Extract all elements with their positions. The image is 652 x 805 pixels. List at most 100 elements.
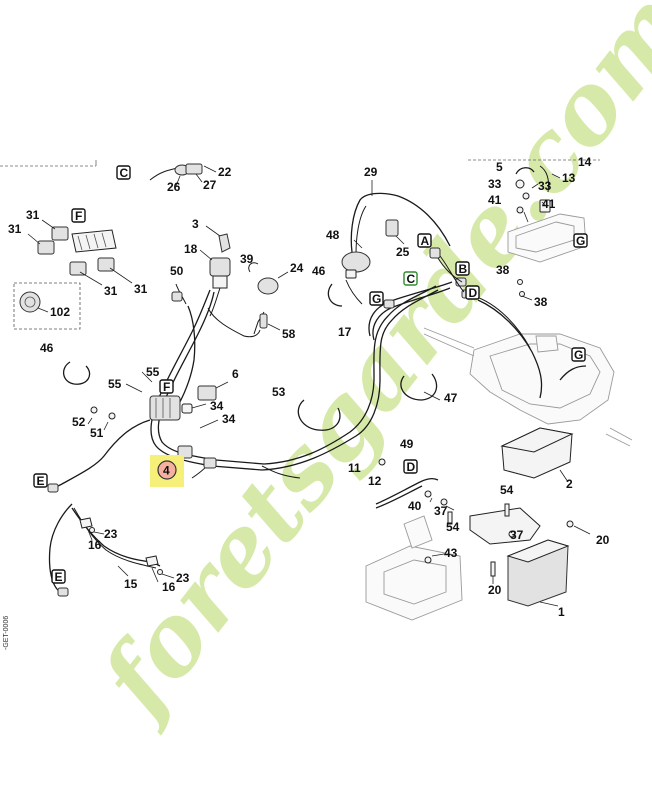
- ring-39[interactable]: [248, 262, 259, 273]
- label-34a[interactable]: 34: [210, 399, 224, 413]
- label-48[interactable]: 48: [326, 228, 340, 242]
- ignition-switch-18[interactable]: [209, 257, 231, 277]
- label-23a[interactable]: 23: [104, 527, 118, 541]
- label-49[interactable]: 49: [400, 437, 414, 451]
- label-46b[interactable]: 46: [312, 264, 326, 278]
- ref-c-mid[interactable]: C: [407, 272, 416, 286]
- label-17[interactable]: 17: [338, 325, 352, 339]
- label-11[interactable]: 11: [348, 461, 361, 475]
- label-51[interactable]: 51: [90, 426, 104, 440]
- label-37a[interactable]: 37: [434, 504, 448, 518]
- screw-23a[interactable]: [89, 527, 95, 533]
- plug-3[interactable]: [218, 233, 231, 253]
- ring-53[interactable]: [297, 399, 341, 431]
- label-6[interactable]: 6: [232, 367, 239, 381]
- label-1[interactable]: 1: [558, 605, 565, 619]
- label-24[interactable]: 24: [290, 261, 304, 275]
- ref-e-upper[interactable]: E: [37, 474, 45, 488]
- label-20a[interactable]: 20: [596, 533, 610, 547]
- ref-c-top[interactable]: C: [120, 166, 129, 180]
- label-27[interactable]: 27: [203, 178, 217, 192]
- screw-23b[interactable]: [157, 569, 163, 575]
- label-37b[interactable]: 37: [510, 528, 524, 542]
- rod-12[interactable]: [375, 478, 439, 505]
- ref-g-transmission[interactable]: G: [574, 348, 583, 362]
- label-29[interactable]: 29: [364, 165, 378, 179]
- connector-6[interactable]: [197, 385, 217, 401]
- connector-27[interactable]: [185, 163, 203, 175]
- screw-41[interactable]: [516, 206, 524, 214]
- connector-a[interactable]: [429, 247, 441, 259]
- relay-31c[interactable]: [69, 261, 87, 276]
- label-52[interactable]: 52: [72, 415, 86, 429]
- label-54a[interactable]: 54: [500, 483, 514, 497]
- ref-a[interactable]: A: [421, 234, 430, 248]
- label-31a[interactable]: 31: [26, 208, 40, 222]
- label-41b[interactable]: 41: [542, 197, 556, 211]
- plug-e-upper[interactable]: [47, 483, 59, 493]
- label-5[interactable]: 5: [496, 160, 503, 174]
- label-22[interactable]: 22: [218, 165, 232, 179]
- label-102[interactable]: 102: [50, 305, 70, 319]
- plug-e-lower[interactable]: [57, 587, 69, 597]
- label-33b[interactable]: 33: [538, 179, 552, 193]
- label-31d[interactable]: 31: [134, 282, 148, 296]
- screw-37a[interactable]: [440, 498, 448, 506]
- connector-50[interactable]: [171, 291, 183, 302]
- label-43[interactable]: 43: [444, 546, 458, 560]
- label-33a[interactable]: 33: [488, 177, 502, 191]
- screw-51[interactable]: [108, 412, 116, 420]
- label-18[interactable]: 18: [184, 242, 198, 256]
- label-16a[interactable]: 16: [88, 538, 102, 552]
- sensor-58[interactable]: [259, 313, 268, 329]
- connector-g-mid[interactable]: [383, 299, 395, 309]
- label-16b[interactable]: 16: [162, 580, 176, 594]
- screw-40[interactable]: [424, 490, 432, 498]
- bracket-16a[interactable]: [79, 517, 93, 529]
- label-47[interactable]: 47: [444, 391, 458, 405]
- label-4[interactable]: 4: [163, 464, 170, 478]
- spring-5[interactable]: [515, 167, 535, 175]
- connector-25[interactable]: [385, 219, 399, 237]
- relay-31d[interactable]: [97, 257, 115, 272]
- label-14[interactable]: 14: [578, 155, 592, 169]
- highlight-part-4[interactable]: 4: [150, 455, 184, 487]
- label-20b[interactable]: 20: [488, 583, 502, 597]
- label-31c[interactable]: 31: [104, 284, 118, 298]
- ref-b[interactable]: B: [459, 262, 468, 276]
- screw-49[interactable]: [378, 458, 386, 466]
- bolt-54a[interactable]: [504, 503, 510, 517]
- label-53[interactable]: 53: [272, 385, 286, 399]
- label-54b[interactable]: 54: [446, 520, 460, 534]
- label-55a[interactable]: 55: [146, 365, 160, 379]
- ref-d-lower[interactable]: D: [407, 460, 416, 474]
- bracket-16b[interactable]: [145, 555, 159, 567]
- label-55b[interactable]: 55: [108, 377, 122, 391]
- ref-e-lower[interactable]: E: [55, 570, 63, 584]
- label-3[interactable]: 3: [192, 217, 199, 231]
- label-25[interactable]: 25: [396, 245, 410, 259]
- label-13[interactable]: 13: [562, 171, 576, 185]
- label-23b[interactable]: 23: [176, 571, 190, 585]
- ref-d-top[interactable]: D: [469, 286, 478, 300]
- label-38a[interactable]: 38: [496, 263, 510, 277]
- relay-31b[interactable]: [37, 240, 55, 255]
- ref-g-mid[interactable]: G: [372, 292, 381, 306]
- screw-38a[interactable]: [517, 279, 523, 285]
- battery-bracket[interactable]: [469, 507, 541, 545]
- bolt-20b[interactable]: [490, 561, 496, 577]
- label-46a[interactable]: 46: [40, 341, 54, 355]
- horn-24[interactable]: [257, 277, 279, 295]
- ref-f-center[interactable]: F: [163, 380, 170, 394]
- label-38b[interactable]: 38: [534, 295, 548, 309]
- fuse-box-f-center[interactable]: [149, 395, 181, 421]
- relay-31a[interactable]: [51, 226, 69, 241]
- label-41a[interactable]: 41: [488, 193, 502, 207]
- label-50[interactable]: 50: [170, 264, 184, 278]
- ring-46-left[interactable]: [63, 361, 91, 385]
- label-40[interactable]: 40: [408, 499, 422, 513]
- label-26[interactable]: 26: [167, 180, 181, 194]
- label-12[interactable]: 12: [368, 474, 382, 488]
- label-15[interactable]: 15: [124, 577, 138, 591]
- washer-33a[interactable]: [515, 179, 525, 189]
